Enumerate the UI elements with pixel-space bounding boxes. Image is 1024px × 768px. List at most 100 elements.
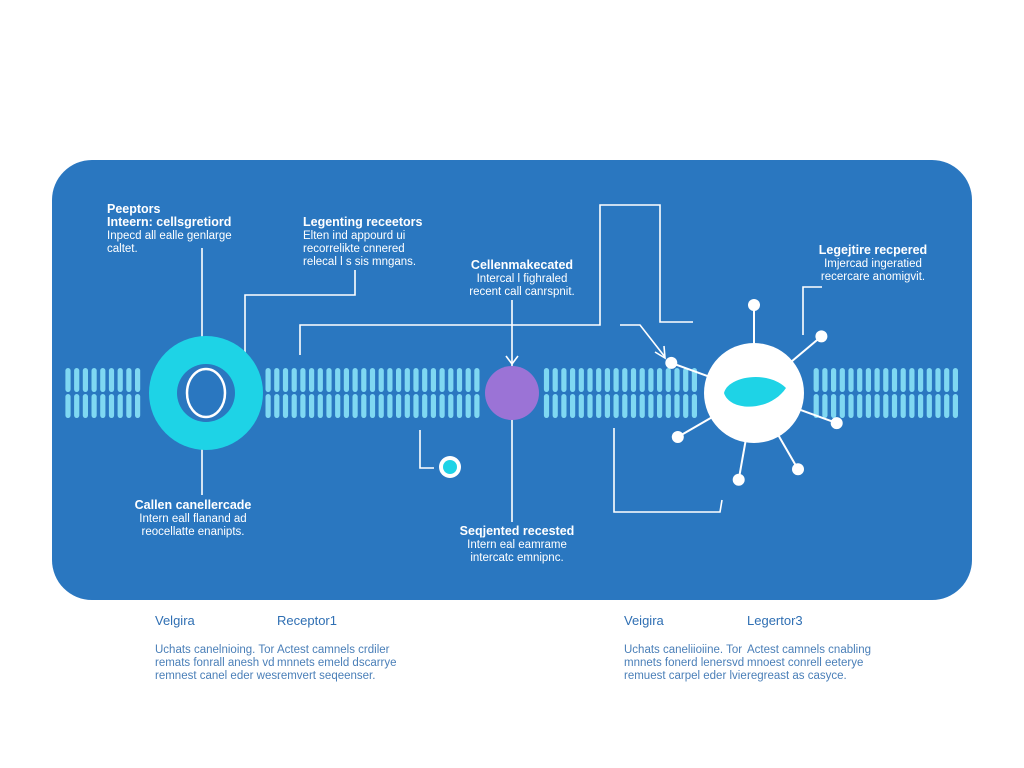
- phospholipid: [326, 368, 332, 418]
- phospholipid: [952, 368, 958, 418]
- receptor-spike: [665, 356, 710, 378]
- receptor-spikes: [665, 299, 843, 486]
- phospholipid: [65, 368, 71, 418]
- legend-item-line: Uchats canelnioing. Tor: [155, 644, 275, 656]
- phospholipid: [604, 368, 610, 418]
- cell-membrane: [65, 368, 958, 418]
- legend-item: Velgira Uchats canelnioing. Tor remats f…: [155, 613, 305, 683]
- connector-annotation-2: [244, 270, 356, 355]
- phospholipid: [543, 368, 550, 418]
- phospholipid: [378, 368, 384, 418]
- annotation-text: recent call canrspnit.: [469, 286, 574, 298]
- receptor-spike: [777, 434, 804, 476]
- legend-item-line: mnnets emeld dscarrye: [277, 657, 397, 669]
- phospholipid: [126, 368, 132, 418]
- legend-item-title: Legertor3: [747, 613, 803, 628]
- phospholipid: [570, 368, 576, 418]
- receptor-spike: [798, 408, 843, 430]
- legend-item-line: Actest camnels crdiler: [277, 644, 390, 656]
- phospholipid: [613, 368, 619, 418]
- annotation-text: recorrelikte cnnered: [303, 243, 405, 255]
- phospholipid: [404, 368, 410, 418]
- arrowhead-2: [505, 355, 519, 366]
- phospholipid: [282, 368, 289, 418]
- receptor-spike: [790, 330, 828, 363]
- phospholipid: [413, 368, 419, 418]
- annotation-title: Cellenmakecated: [471, 258, 573, 272]
- phospholipid: [82, 368, 88, 418]
- annotation-text: Elten ind appourd ui: [303, 230, 405, 242]
- annotation-text: Inpecd all ealle genlarge: [107, 230, 232, 242]
- annotation-text: Intercal l fighraled: [477, 273, 568, 285]
- phospholipid: [317, 368, 323, 418]
- legend-item-line: mnnets fonerd lenersvd: [624, 657, 745, 669]
- annotation-text: Intern eall flanand ad: [139, 513, 246, 525]
- phospholipid: [448, 368, 454, 418]
- connector-arrow-line: [620, 324, 666, 358]
- legend-item-line: remnest canel eder wes.: [155, 670, 281, 682]
- phospholipid: [657, 368, 663, 418]
- phospholipid: [622, 368, 628, 418]
- phospholipid: [430, 368, 436, 418]
- phospholipid: [674, 368, 680, 418]
- phospholipid: [465, 368, 471, 418]
- phospholipid: [361, 368, 367, 418]
- annotation-title: Peeptors: [107, 202, 161, 216]
- annotation-title: Callen canellercade: [135, 498, 252, 512]
- legend-item-line: remats fonrall anesh vd: [155, 657, 275, 669]
- legend-item-line: Uchats caneliioiine. Tor: [624, 644, 743, 656]
- phospholipid: [335, 368, 341, 418]
- annotation-text: Imjercad ingeratied: [824, 258, 922, 270]
- legend-item: Veigira Uchats caneliioiine. Tor mnnets …: [624, 613, 774, 683]
- annotation-title: Legejtire recpered: [819, 243, 927, 257]
- connector-bracket-left: [419, 430, 434, 469]
- legend-item-line: mnoest conrell eeterye: [747, 657, 864, 669]
- phospholipid: [900, 368, 906, 418]
- phospholipid: [369, 368, 376, 418]
- connector-annotation-5: [802, 286, 822, 335]
- annotation-text: Intern eal eamrame: [467, 539, 567, 551]
- receptor-spike: [748, 299, 760, 345]
- annotation-title: Legenting receetors: [303, 215, 423, 229]
- phospholipid: [822, 368, 828, 418]
- phospholipid: [300, 368, 306, 418]
- receptor-core: [724, 377, 786, 407]
- legend-item: Receptor1 Actest camnels crdiler mnnets …: [277, 613, 427, 683]
- receptor-spike: [732, 440, 747, 486]
- phospholipid: [648, 368, 654, 418]
- phospholipid: [596, 368, 602, 418]
- phospholipid: [100, 368, 106, 418]
- phospholipid: [665, 368, 671, 418]
- phospholipid: [935, 368, 941, 418]
- transmembrane-receptor: [704, 343, 804, 443]
- phospholipid: [291, 368, 297, 418]
- annotation-text: reocellatte enanipts.: [142, 526, 245, 538]
- phospholipid: [909, 368, 915, 418]
- ion-channel-receptor: [149, 336, 263, 450]
- receptor-spike: [671, 416, 713, 443]
- phospholipid: [396, 368, 402, 418]
- legend-item-line: regreast as casyce.: [747, 670, 847, 682]
- phospholipid: [91, 368, 97, 418]
- phospholipid: [274, 368, 280, 418]
- arrowhead-1: [654, 345, 666, 360]
- phospholipid: [831, 368, 837, 418]
- phospholipid: [561, 368, 567, 418]
- phospholipid: [857, 368, 863, 418]
- phospholipid: [456, 368, 463, 418]
- phospholipid: [552, 368, 558, 418]
- legend-item-title: Velgira: [155, 613, 195, 628]
- ligand-particle: [439, 456, 461, 478]
- phospholipid: [135, 368, 141, 418]
- phospholipid: [691, 368, 697, 418]
- legend-item: Legertor3 Actest camnels cnabling mnoest…: [747, 613, 897, 683]
- phospholipid: [578, 368, 584, 418]
- phospholipid: [639, 368, 645, 418]
